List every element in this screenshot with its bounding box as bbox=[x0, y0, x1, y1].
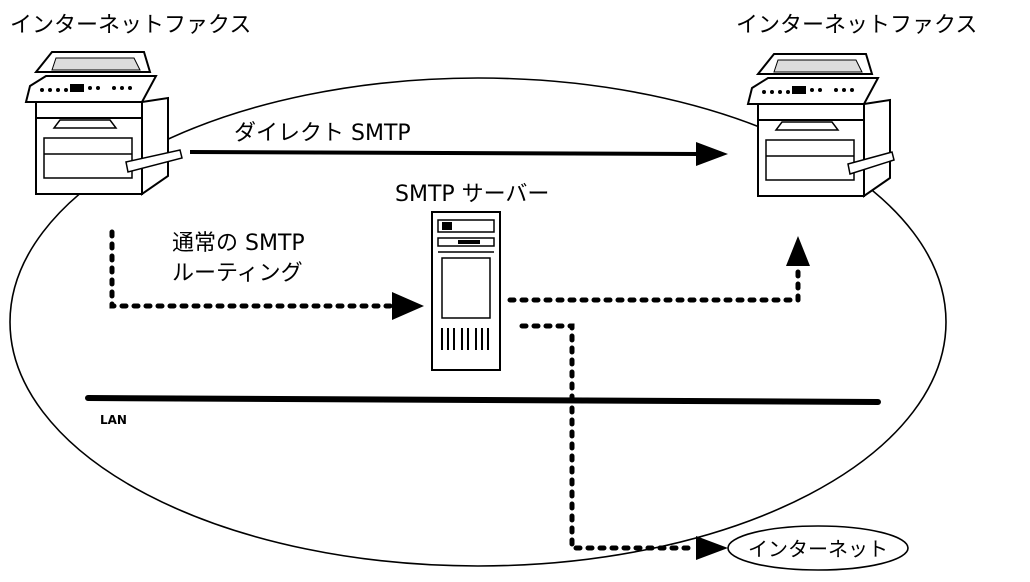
fax-right-icon bbox=[746, 53, 895, 198]
internet-label: インターネット bbox=[748, 537, 888, 561]
routing-path-to-internet bbox=[519, 323, 699, 551]
direct-smtp-arrow bbox=[189, 150, 701, 156]
lan-label: LAN bbox=[100, 413, 127, 427]
fax-left-label: インターネットファクス bbox=[10, 13, 251, 38]
direct-smtp-label: ダイレクト SMTP bbox=[234, 121, 411, 146]
lan-bus bbox=[85, 395, 881, 405]
fax-right-label: インターネットファクス bbox=[736, 13, 977, 38]
network-boundary bbox=[9, 77, 947, 567]
smtp-server-label: SMTP サーバー bbox=[395, 182, 549, 207]
routing-label-line1: 通常の SMTP bbox=[172, 231, 305, 256]
routing-path-to-right-fax bbox=[507, 265, 801, 303]
fax-left-icon bbox=[24, 51, 183, 196]
routing-arrowhead-internet bbox=[696, 536, 728, 560]
routing-path-to-server bbox=[109, 229, 395, 309]
routing-arrowhead-server bbox=[392, 292, 424, 320]
internet-ellipse bbox=[727, 525, 909, 571]
routing-arrowhead-right-fax bbox=[786, 236, 810, 266]
server-tower-icon bbox=[431, 211, 501, 371]
routing-label-line2: ルーティング bbox=[172, 261, 303, 286]
direct-smtp-arrowhead bbox=[696, 142, 728, 166]
